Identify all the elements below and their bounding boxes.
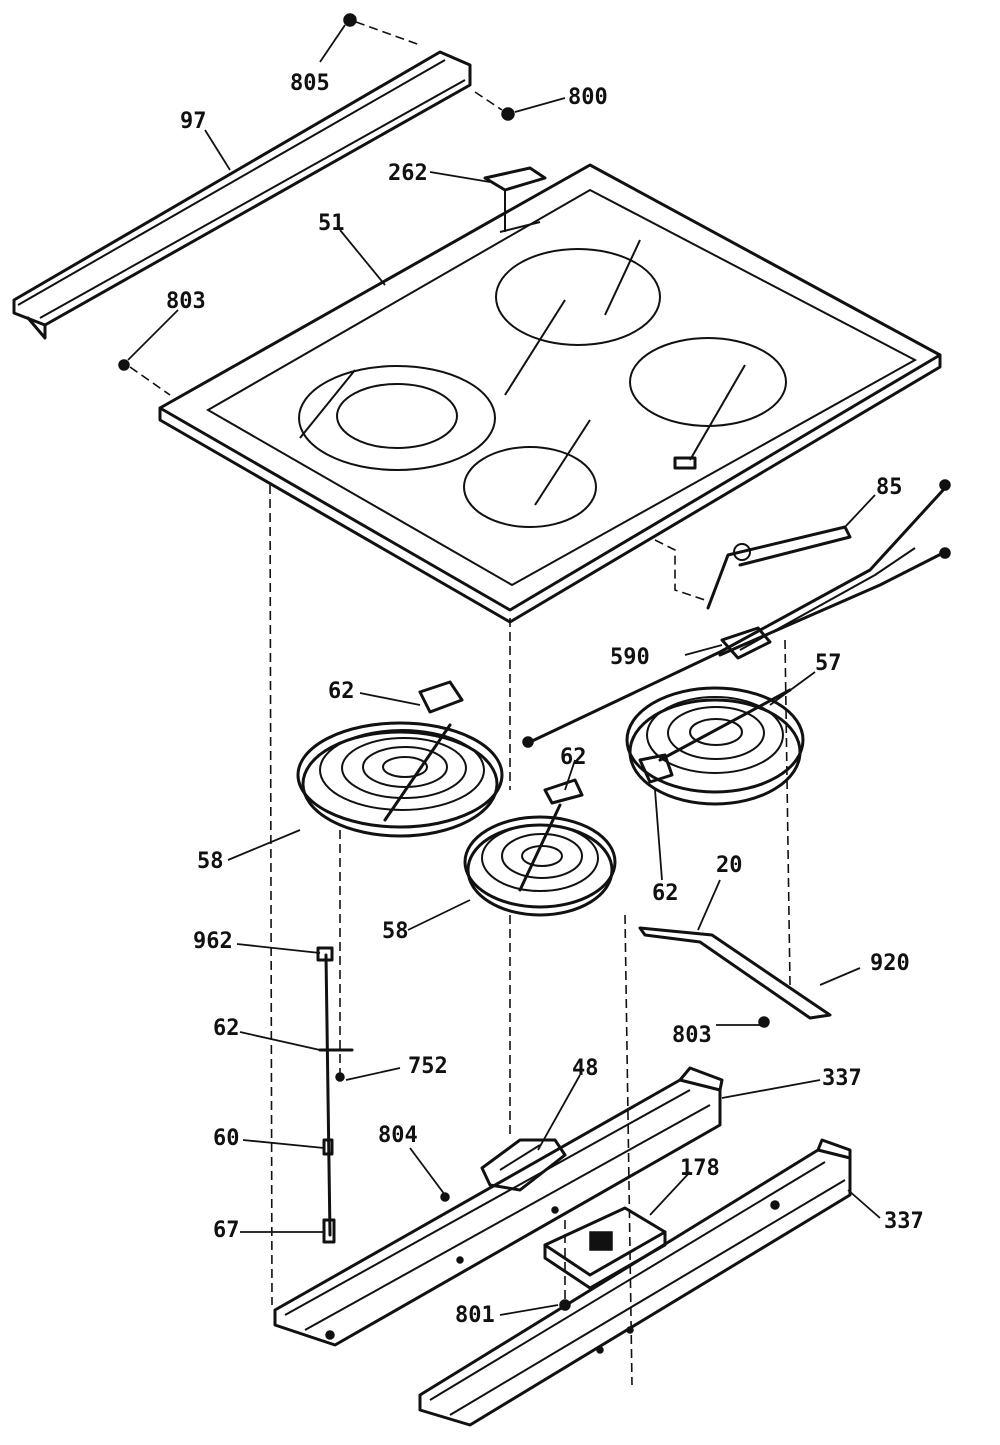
callout-804: 804 (378, 1123, 418, 1148)
rear-frame-337-lower (418, 1138, 852, 1427)
callout-62-center: 62 (560, 745, 587, 770)
callout-57: 57 (815, 651, 842, 676)
terminal-block-590 (720, 626, 772, 660)
surface-element-58-large (296, 680, 504, 838)
callout-58-small: 58 (382, 919, 409, 944)
screw-801 (559, 1299, 571, 1311)
screw-805 (343, 13, 357, 27)
callout-48: 48 (572, 1056, 599, 1081)
leader-lines (127, 24, 881, 1316)
callout-337-upper: 337 (822, 1066, 862, 1091)
bracket-20 (638, 926, 832, 1028)
callout-20: 20 (716, 853, 743, 878)
callout-58-large: 58 (197, 849, 224, 874)
burner-marking-front (463, 446, 597, 528)
burner-marking-rear (495, 248, 661, 346)
limit-sensor-assembly (316, 946, 354, 1244)
callout-805: 805 (290, 71, 330, 96)
screw-800 (501, 107, 515, 121)
callout-803-bottom: 803 (672, 1023, 712, 1048)
callout-800: 800 (568, 85, 608, 110)
callout-85: 85 (876, 475, 903, 500)
callout-62-left: 62 (328, 679, 355, 704)
callout-262: 262 (388, 161, 428, 186)
callout-60: 60 (213, 1126, 240, 1151)
callout-803-top: 803 (166, 289, 206, 314)
callout-62-sensor: 62 (213, 1016, 240, 1041)
bracket-48 (440, 1138, 567, 1202)
callout-962: 962 (193, 929, 233, 954)
glass-cooktop-51 (158, 163, 942, 624)
control-module-178 (543, 1206, 667, 1290)
callout-337-lower: 337 (884, 1209, 924, 1234)
screw-803 (118, 359, 130, 371)
burner-marking-right (629, 337, 787, 427)
burner-marking-left-front (298, 365, 496, 471)
rear-trim-97 (12, 50, 472, 340)
callout-97: 97 (180, 109, 207, 134)
callout-178: 178 (680, 1156, 720, 1181)
wire-harness-85 (522, 479, 951, 748)
callout-590: 590 (610, 645, 650, 670)
callout-67: 67 (213, 1218, 240, 1243)
callout-801: 801 (455, 1303, 495, 1328)
surface-element-57 (625, 686, 805, 806)
callout-62-right: 62 (652, 881, 679, 906)
callout-920: 920 (870, 951, 910, 976)
surface-element-58-small (463, 778, 617, 917)
callout-752: 752 (408, 1054, 448, 1079)
callout-51: 51 (318, 211, 345, 236)
front-frame-337-upper (273, 1066, 724, 1347)
callout-labels: 805 800 97 262 51 803 85 590 57 62 62 62… (166, 71, 924, 1328)
bracket-262 (483, 166, 547, 233)
